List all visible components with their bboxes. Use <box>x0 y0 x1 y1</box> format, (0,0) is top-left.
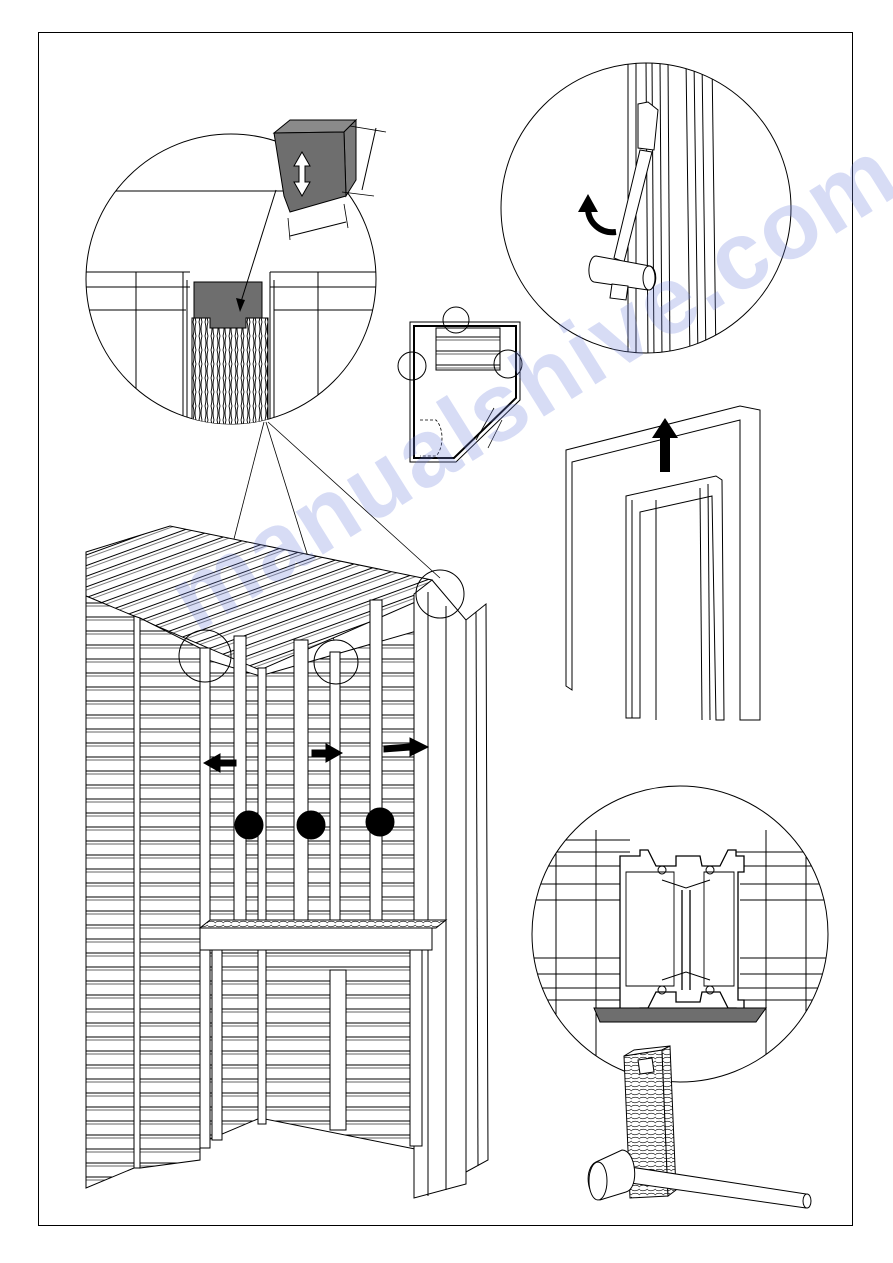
profile-lift-figure <box>566 406 760 720</box>
cabin-interior-figure <box>86 526 488 1198</box>
step-dot-icon <box>366 808 394 836</box>
step-dot-icon <box>235 811 263 839</box>
step-dot-icon <box>297 811 325 839</box>
floor-plan-figure <box>398 307 522 462</box>
profile-cross-section-figure <box>520 786 840 1090</box>
mallet-tap-figure <box>501 60 791 360</box>
